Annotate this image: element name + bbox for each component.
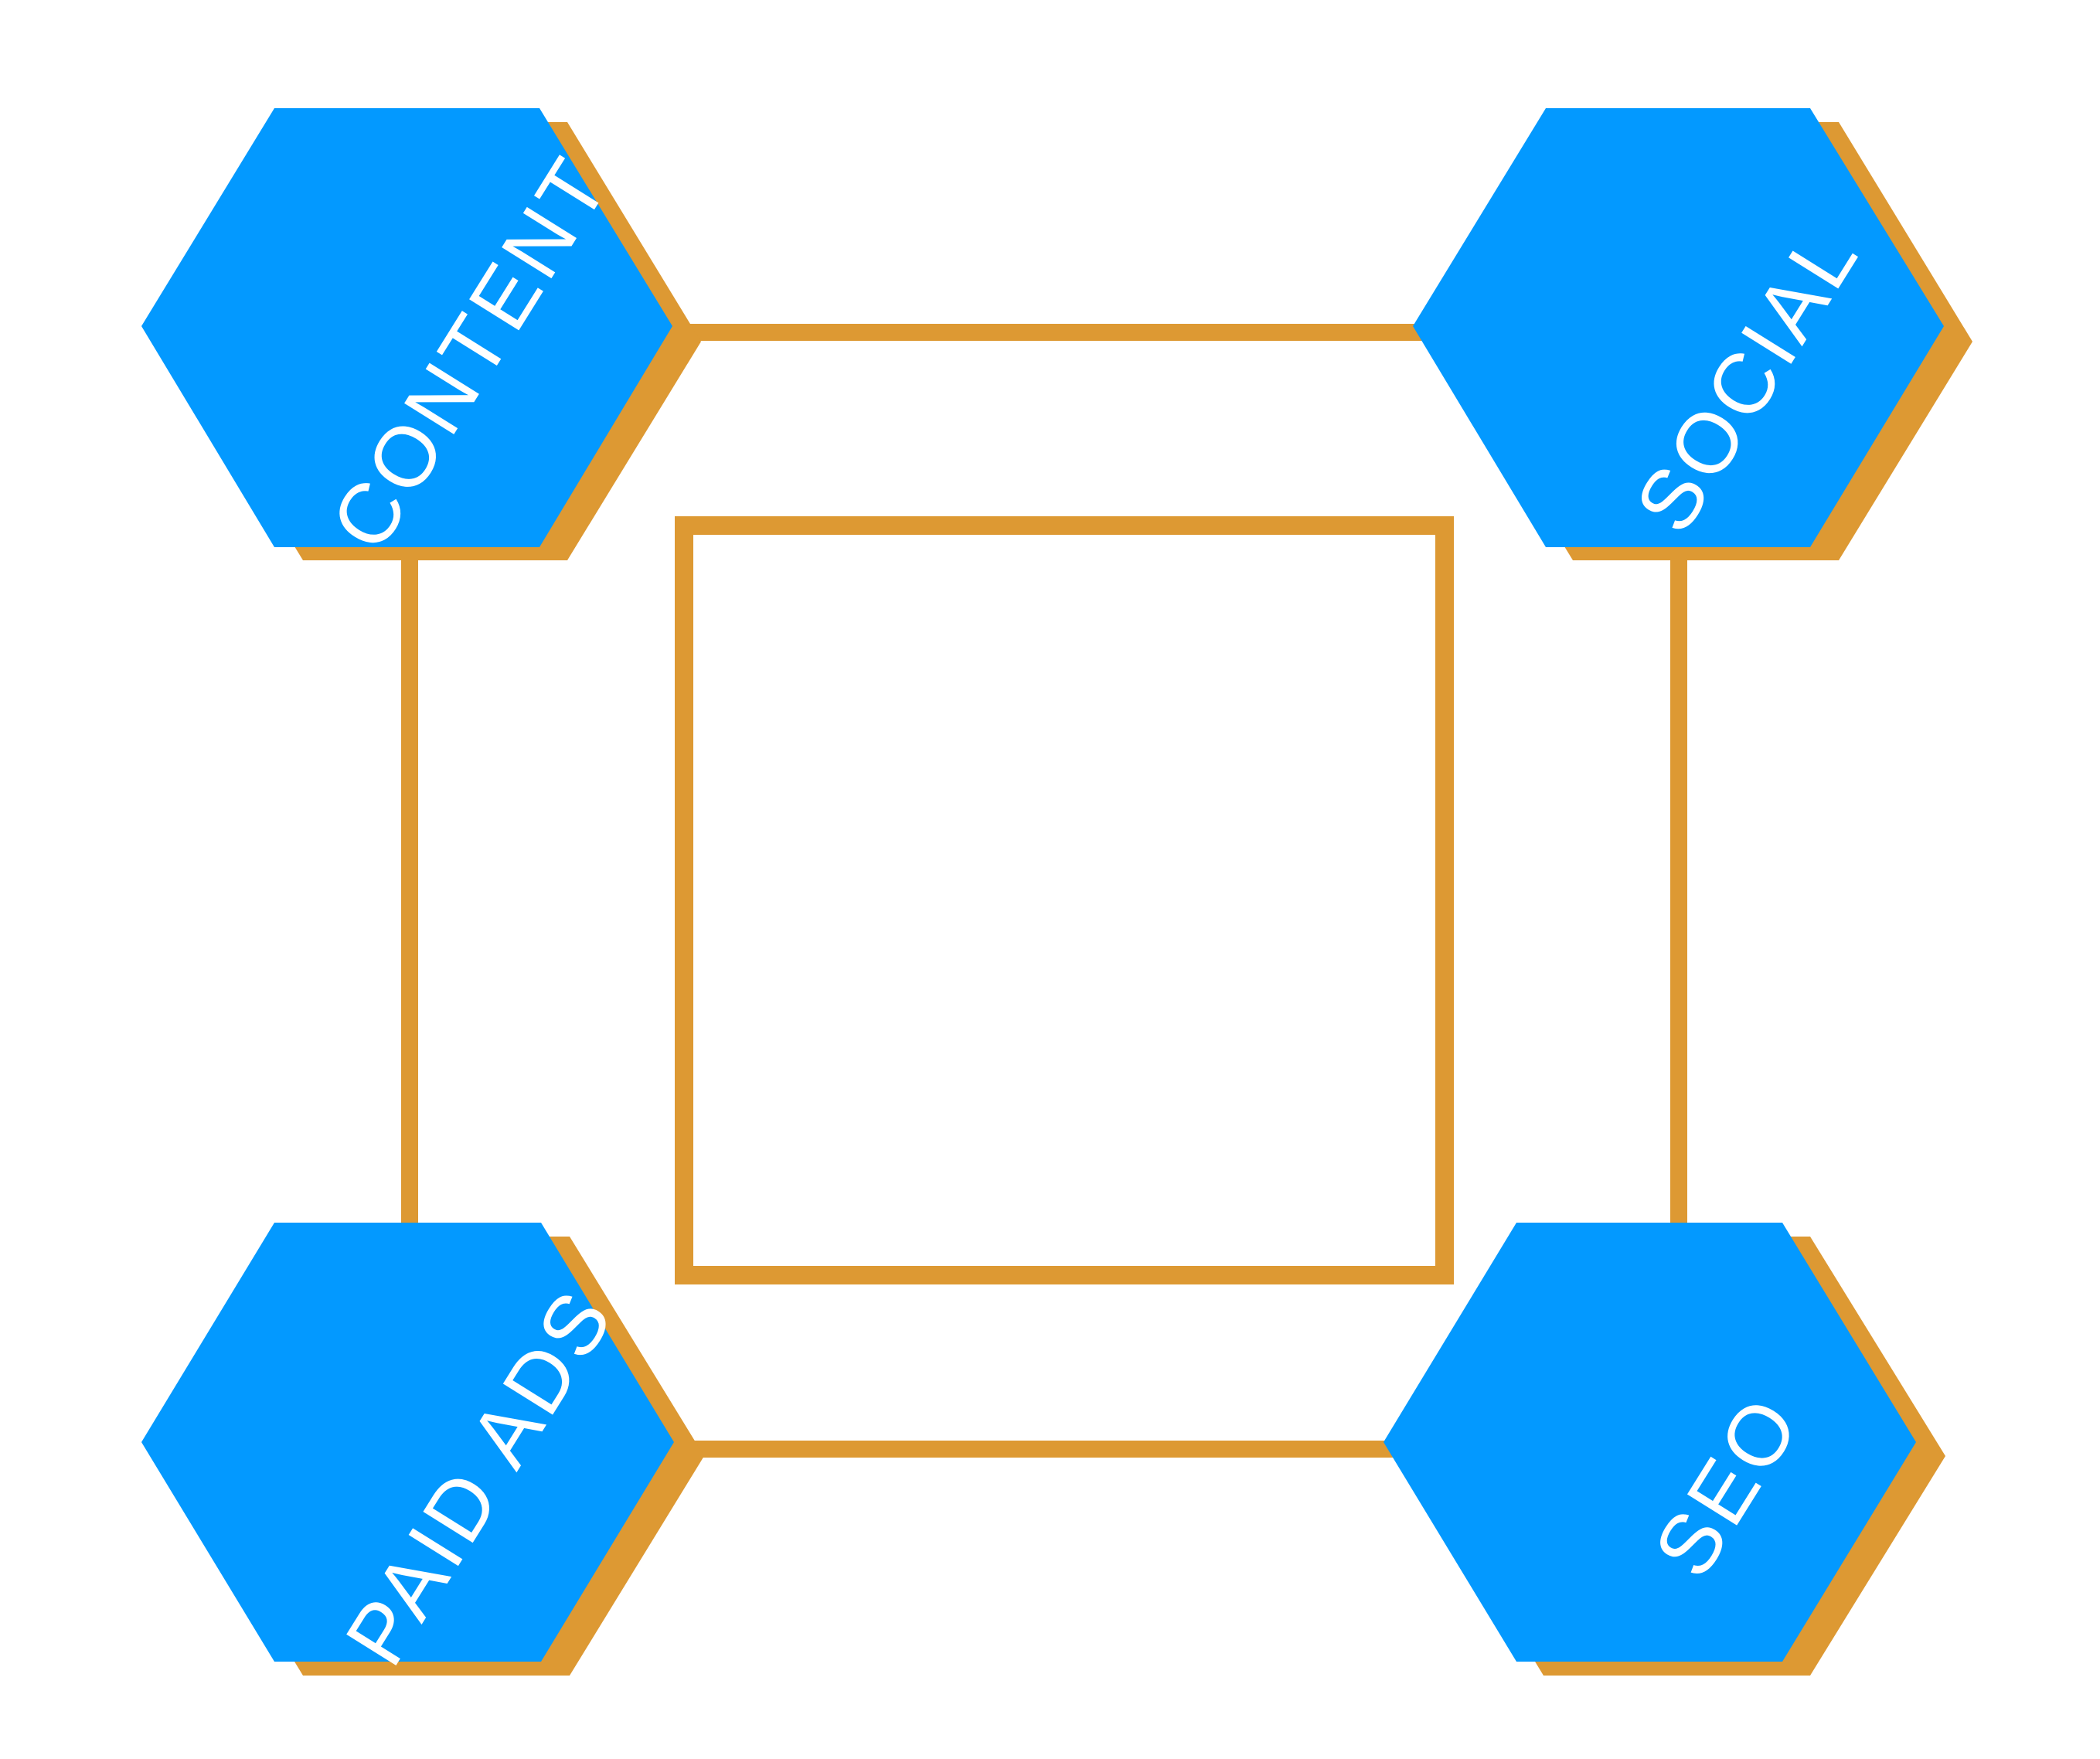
hexagon-seo-shape — [1384, 1223, 1916, 1662]
hexagon-social: SOCIAL — [1413, 108, 1972, 560]
hexagon-seo: SEO — [1384, 1223, 1945, 1676]
hexagon-content-shape — [141, 108, 672, 547]
connectors — [401, 324, 1687, 1458]
hexagon-social-shape — [1413, 108, 1944, 547]
hexagon-paid-ads-shape — [141, 1223, 674, 1662]
center-box — [675, 516, 1454, 1284]
hexagon-paid-ads: PAID ADS — [141, 1223, 704, 1681]
hexagon-content: CONTENT — [141, 108, 701, 566]
